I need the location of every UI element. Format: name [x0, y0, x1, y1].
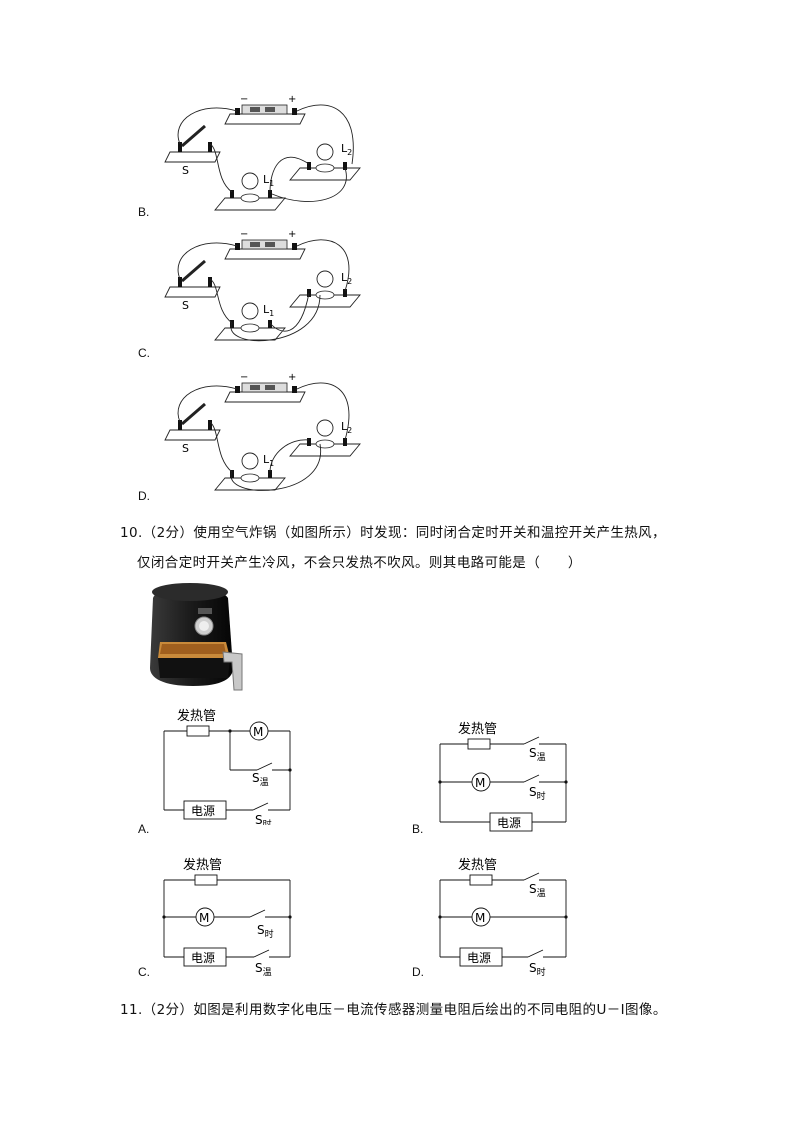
- lamp2-sub: 2: [347, 426, 352, 435]
- switch-label: S: [182, 164, 189, 177]
- lamp1-sub: 1: [269, 179, 274, 188]
- q9-option-c-label[interactable]: C.: [138, 346, 150, 360]
- air-fryer-image: [138, 578, 248, 696]
- svg-text:S温: S温: [529, 746, 546, 763]
- lamp2-label: L: [341, 271, 348, 284]
- q9-option-b-figure: − + S L2 L1: [160, 90, 370, 220]
- circuit-schematic: 发热管 M 电源 S温 S时: [438, 857, 568, 978]
- heater-label: 发热管: [177, 708, 216, 724]
- heater-label: 发热管: [458, 857, 497, 873]
- lamp1-label: L: [263, 303, 270, 316]
- svg-text:L2: L2: [341, 142, 352, 157]
- q10-option-c-figure: 发热管 M 电源 S时 S温: [160, 850, 300, 980]
- motor-label: M: [199, 911, 209, 925]
- q9-option-b-label[interactable]: B.: [138, 205, 150, 219]
- q9-option-d-figure: − + S L2 L1: [160, 368, 370, 500]
- switch-temp-sub: 温: [260, 777, 269, 788]
- switch-timer-label: S: [257, 923, 265, 937]
- battery-positive-label: +: [288, 94, 296, 105]
- svg-text:L1: L1: [263, 303, 274, 318]
- svg-text:L1: L1: [263, 173, 274, 188]
- battery-negative-label: −: [240, 229, 248, 240]
- motor-label: M: [475, 911, 485, 925]
- circuit-diagram: − + S L2 L1: [164, 229, 361, 342]
- lamp2-label: L: [341, 420, 348, 433]
- q10-option-b-label[interactable]: B.: [412, 822, 424, 836]
- switch-timer-label: S: [255, 813, 263, 825]
- circuit-schematic: 发热管 M 电源 S温 S时: [438, 721, 568, 832]
- battery-positive-label: +: [288, 372, 296, 383]
- switch-timer-sub: 时: [263, 818, 272, 825]
- q11-question-line1: 11.（2分）如图是利用数字化电压－电流传感器测量电阻后绘出的不同电阻的U－I图…: [120, 1002, 667, 1018]
- switch-timer-sub: 时: [537, 790, 546, 802]
- q9-option-c-figure: − + S L2 L1: [160, 225, 370, 355]
- motor-label: M: [253, 725, 263, 739]
- switch-temp-label: S: [529, 882, 537, 896]
- switch-temp-label: S: [255, 961, 263, 975]
- lamp2-label: L: [341, 142, 348, 155]
- heater-label: 发热管: [183, 857, 222, 873]
- switch-label: S: [182, 299, 189, 312]
- q10-option-d-figure: 发热管 M 电源 S温 S时: [436, 850, 576, 980]
- q10-question-line2: 仅闭合定时开关产生冷风，不会只发热不吹风。则其电路可能是（ ）: [137, 555, 582, 571]
- q10-option-b-figure: 发热管 M 电源 S温 S时: [436, 715, 576, 840]
- switch-timer-label: S: [529, 961, 537, 975]
- lamp1-label: L: [263, 173, 270, 186]
- q10-question-line1: 10.（2分）使用空气炸锅（如图所示）时发现：同时闭合定时开关和温控开关产生热风…: [120, 525, 666, 541]
- circuit-diagram: − + S L2 L1: [164, 372, 361, 491]
- switch-temp-sub: 温: [537, 888, 546, 899]
- q10-option-c-label[interactable]: C.: [138, 965, 150, 979]
- q10-option-d-label[interactable]: D.: [412, 965, 424, 979]
- battery-negative-label: −: [240, 372, 248, 383]
- lamp1-sub: 1: [269, 309, 274, 318]
- battery-negative-label: −: [240, 94, 248, 105]
- svg-text:S时: S时: [255, 813, 272, 825]
- switch-timer-label: S: [529, 785, 537, 799]
- switch-timer-sub: 时: [537, 966, 546, 978]
- power-label: 电源: [191, 951, 215, 965]
- switch-temp-label: S: [252, 771, 260, 785]
- power-label: 电源: [191, 804, 215, 818]
- q10-option-a-figure: 发热管 M 电源 S温 S时: [160, 700, 300, 830]
- power-label: 电源: [467, 951, 491, 965]
- battery-positive-label: +: [288, 229, 296, 240]
- switch-temp-label: S: [529, 746, 537, 760]
- switch-temp-sub: 温: [537, 752, 546, 763]
- lamp1-label: L: [263, 453, 270, 466]
- circuit-schematic: 发热管 M 电源 S温 S时: [163, 708, 292, 830]
- circuit-schematic: 发热管 M 电源 S时 S温: [162, 857, 292, 978]
- svg-text:S时: S时: [529, 785, 546, 802]
- heater-label: 发热管: [458, 721, 497, 737]
- svg-text:S温: S温: [255, 961, 272, 978]
- switch-timer-sub: 时: [265, 928, 274, 940]
- circuit-diagram: − + S L2 L1: [164, 94, 361, 211]
- q9-option-d-label[interactable]: D.: [138, 489, 150, 503]
- svg-text:S时: S时: [257, 923, 274, 940]
- power-label: 电源: [497, 816, 521, 830]
- motor-label: M: [475, 776, 485, 790]
- switch-label: S: [182, 442, 189, 455]
- air-fryer-illustration: [150, 583, 243, 691]
- lamp2-sub: 2: [347, 148, 352, 157]
- svg-text:S时: S时: [529, 961, 546, 978]
- svg-text:L2: L2: [341, 271, 352, 286]
- svg-text:L2: L2: [341, 420, 352, 435]
- switch-temp-sub: 温: [263, 967, 272, 978]
- lamp2-sub: 2: [347, 277, 352, 286]
- svg-text:S温: S温: [252, 771, 269, 788]
- q10-option-a-label[interactable]: A.: [138, 822, 150, 836]
- svg-text:S温: S温: [529, 882, 546, 899]
